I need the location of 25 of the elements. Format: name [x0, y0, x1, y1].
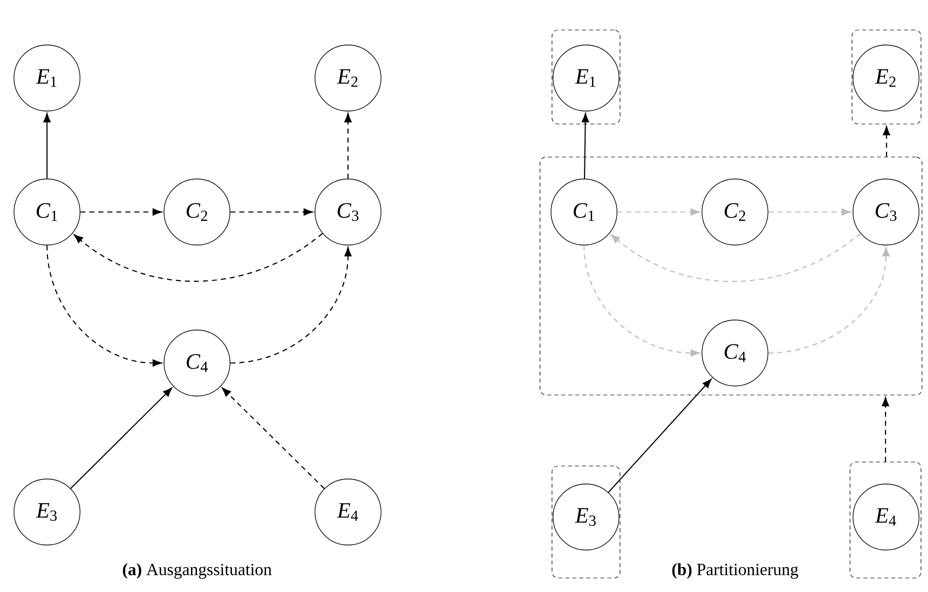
arrow	[46, 245, 162, 367]
arrow	[43, 113, 51, 179]
arrow	[344, 113, 352, 179]
arrow	[882, 126, 890, 157]
arrow	[882, 397, 890, 462]
arrow	[610, 233, 861, 282]
arrow	[608, 378, 712, 493]
arrow	[768, 208, 851, 216]
arrow	[617, 208, 700, 216]
arrow	[230, 208, 313, 216]
partition-box	[852, 30, 922, 124]
partition-box	[552, 466, 620, 578]
caption: (b) Partitionierung	[672, 563, 798, 579]
arrow	[222, 388, 325, 489]
arrow	[582, 113, 589, 179]
arrow	[80, 208, 162, 216]
arrow	[70, 388, 172, 489]
arrow	[583, 245, 700, 357]
arrow	[230, 247, 352, 364]
partition-box	[540, 156, 922, 396]
arrow	[74, 233, 323, 282]
caption: (a) Ausgangssituation	[122, 563, 272, 579]
partition-box	[850, 462, 922, 578]
partition-box	[552, 30, 620, 124]
arrow	[768, 247, 890, 354]
